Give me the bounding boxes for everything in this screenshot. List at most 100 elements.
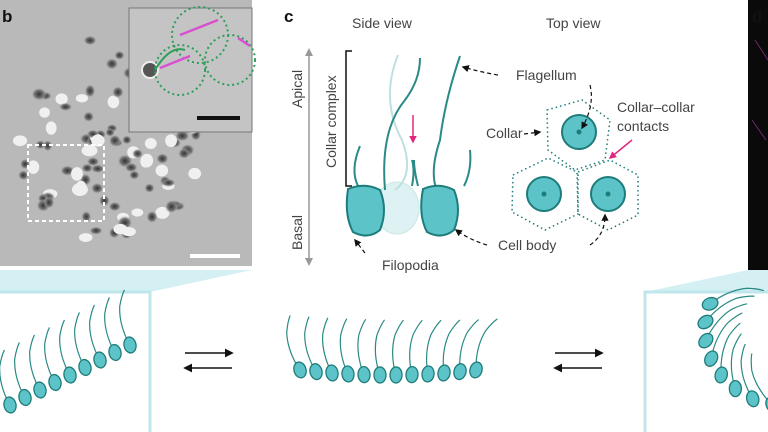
choanocyte-cell — [389, 319, 404, 384]
cell-blob — [174, 130, 190, 142]
cell-blob — [132, 148, 144, 159]
cell-blob — [105, 57, 119, 70]
choanocyte-cell — [44, 327, 62, 392]
cell-blob — [188, 167, 202, 180]
choanocyte-cell — [405, 319, 423, 384]
choanocyte-cell — [119, 289, 137, 354]
cell-blob — [90, 182, 104, 194]
cell-blob — [114, 50, 125, 60]
choanocyte-cell — [339, 318, 355, 383]
choanocyte-cell — [357, 318, 371, 384]
cell-blob — [82, 111, 95, 123]
inset-scale-bar — [197, 116, 240, 120]
zoom-region-box — [27, 144, 105, 222]
cell-blob — [91, 134, 105, 147]
choanocyte-cell — [373, 319, 387, 384]
cell-blob — [144, 183, 155, 194]
cell-blob — [128, 170, 140, 180]
micrograph-panel-b: b — [0, 0, 256, 266]
cell-blob — [75, 94, 88, 103]
cell-blob — [13, 135, 28, 147]
choanocyte-cell — [286, 315, 307, 379]
choanocyte-cell — [104, 297, 122, 362]
choanocyte-cell — [701, 287, 765, 311]
flagellum-label: Flagellum — [516, 67, 577, 83]
cell-blob — [146, 210, 158, 224]
left-inset-box — [0, 290, 152, 432]
cell-blob — [84, 83, 96, 98]
choanocyte-cell — [728, 333, 743, 398]
right-inset-box — [643, 290, 768, 432]
choanocyte-cell — [697, 295, 755, 330]
choanocyte-cell — [453, 319, 480, 381]
cell-blob — [90, 164, 105, 174]
choanocyte-cell — [14, 342, 32, 407]
cell-blob — [108, 134, 122, 147]
cell-blob — [161, 178, 176, 187]
cell-blob — [155, 164, 169, 177]
diagram-panel-c: c Side view Top view Apical Basal Collar… — [284, 7, 695, 273]
cell-blob — [164, 199, 179, 214]
collar-label: Collar — [486, 125, 523, 141]
cell-blob — [83, 35, 97, 46]
cell-blob — [72, 183, 88, 197]
panel-label-b: b — [2, 7, 12, 26]
cell-blob — [144, 137, 157, 149]
cell-blob — [81, 210, 92, 223]
cell-body-label: Cell body — [498, 237, 556, 253]
cell-blob — [17, 169, 29, 181]
apical-label: Apical — [289, 70, 305, 108]
cell-blob — [121, 135, 132, 145]
cell-blob — [42, 139, 53, 152]
choanocyte-cell — [704, 312, 743, 367]
choanocyte-cell — [304, 316, 323, 381]
choanocyte-cell — [74, 312, 92, 377]
cell-blob — [71, 167, 83, 181]
choanocyte-cell — [469, 318, 498, 379]
equilibrium-arrows — [183, 348, 604, 373]
cell-blob — [89, 226, 104, 235]
choanocyte-cell — [740, 343, 760, 408]
cell-blob — [108, 201, 122, 212]
choanocyte-cell — [0, 349, 17, 414]
cell-blob — [165, 134, 177, 148]
panel-d-image — [748, 0, 768, 270]
choanocyte-cell — [698, 303, 748, 349]
cell-blob — [31, 87, 47, 101]
basal-label: Basal — [289, 215, 305, 250]
collar-complex-bracket — [345, 50, 352, 187]
scale-bar — [190, 254, 240, 258]
cell-blob — [58, 102, 73, 112]
choanocyte-cell — [29, 334, 47, 399]
cell-blob — [131, 208, 144, 217]
choanocyte-cell — [421, 319, 442, 383]
side-view-title: Side view — [352, 15, 413, 31]
cell-blob — [111, 86, 124, 99]
cell-blob — [43, 196, 55, 209]
inset — [128, 6, 256, 133]
cell-blob — [155, 152, 169, 165]
panel-label-c: c — [284, 7, 293, 26]
side-view-cells — [345, 54, 472, 237]
cell-blob — [124, 162, 138, 173]
cell-blob — [140, 155, 151, 168]
cell-blob — [98, 194, 111, 207]
cell-blob — [81, 144, 98, 157]
sheet-curvature-states — [0, 287, 768, 414]
collar-contacts-label-2: contacts — [617, 118, 669, 134]
collar-contacts-label-1: Collar–collar — [617, 99, 695, 115]
cell-blob — [78, 233, 93, 242]
choanocyte-cell — [89, 304, 107, 369]
choanocyte-cell — [750, 353, 768, 414]
leader-lines — [354, 65, 609, 254]
filopodia-label: Filopodia — [382, 257, 439, 273]
bottom-row — [0, 270, 768, 432]
cell-blob — [107, 95, 120, 109]
cell-blob — [39, 107, 50, 118]
panel-label-d: d — [752, 7, 762, 26]
top-view-title: Top view — [546, 15, 601, 31]
cell-blob — [55, 93, 68, 105]
choanocyte-cell — [321, 317, 339, 382]
choanocyte-cell — [59, 319, 77, 384]
